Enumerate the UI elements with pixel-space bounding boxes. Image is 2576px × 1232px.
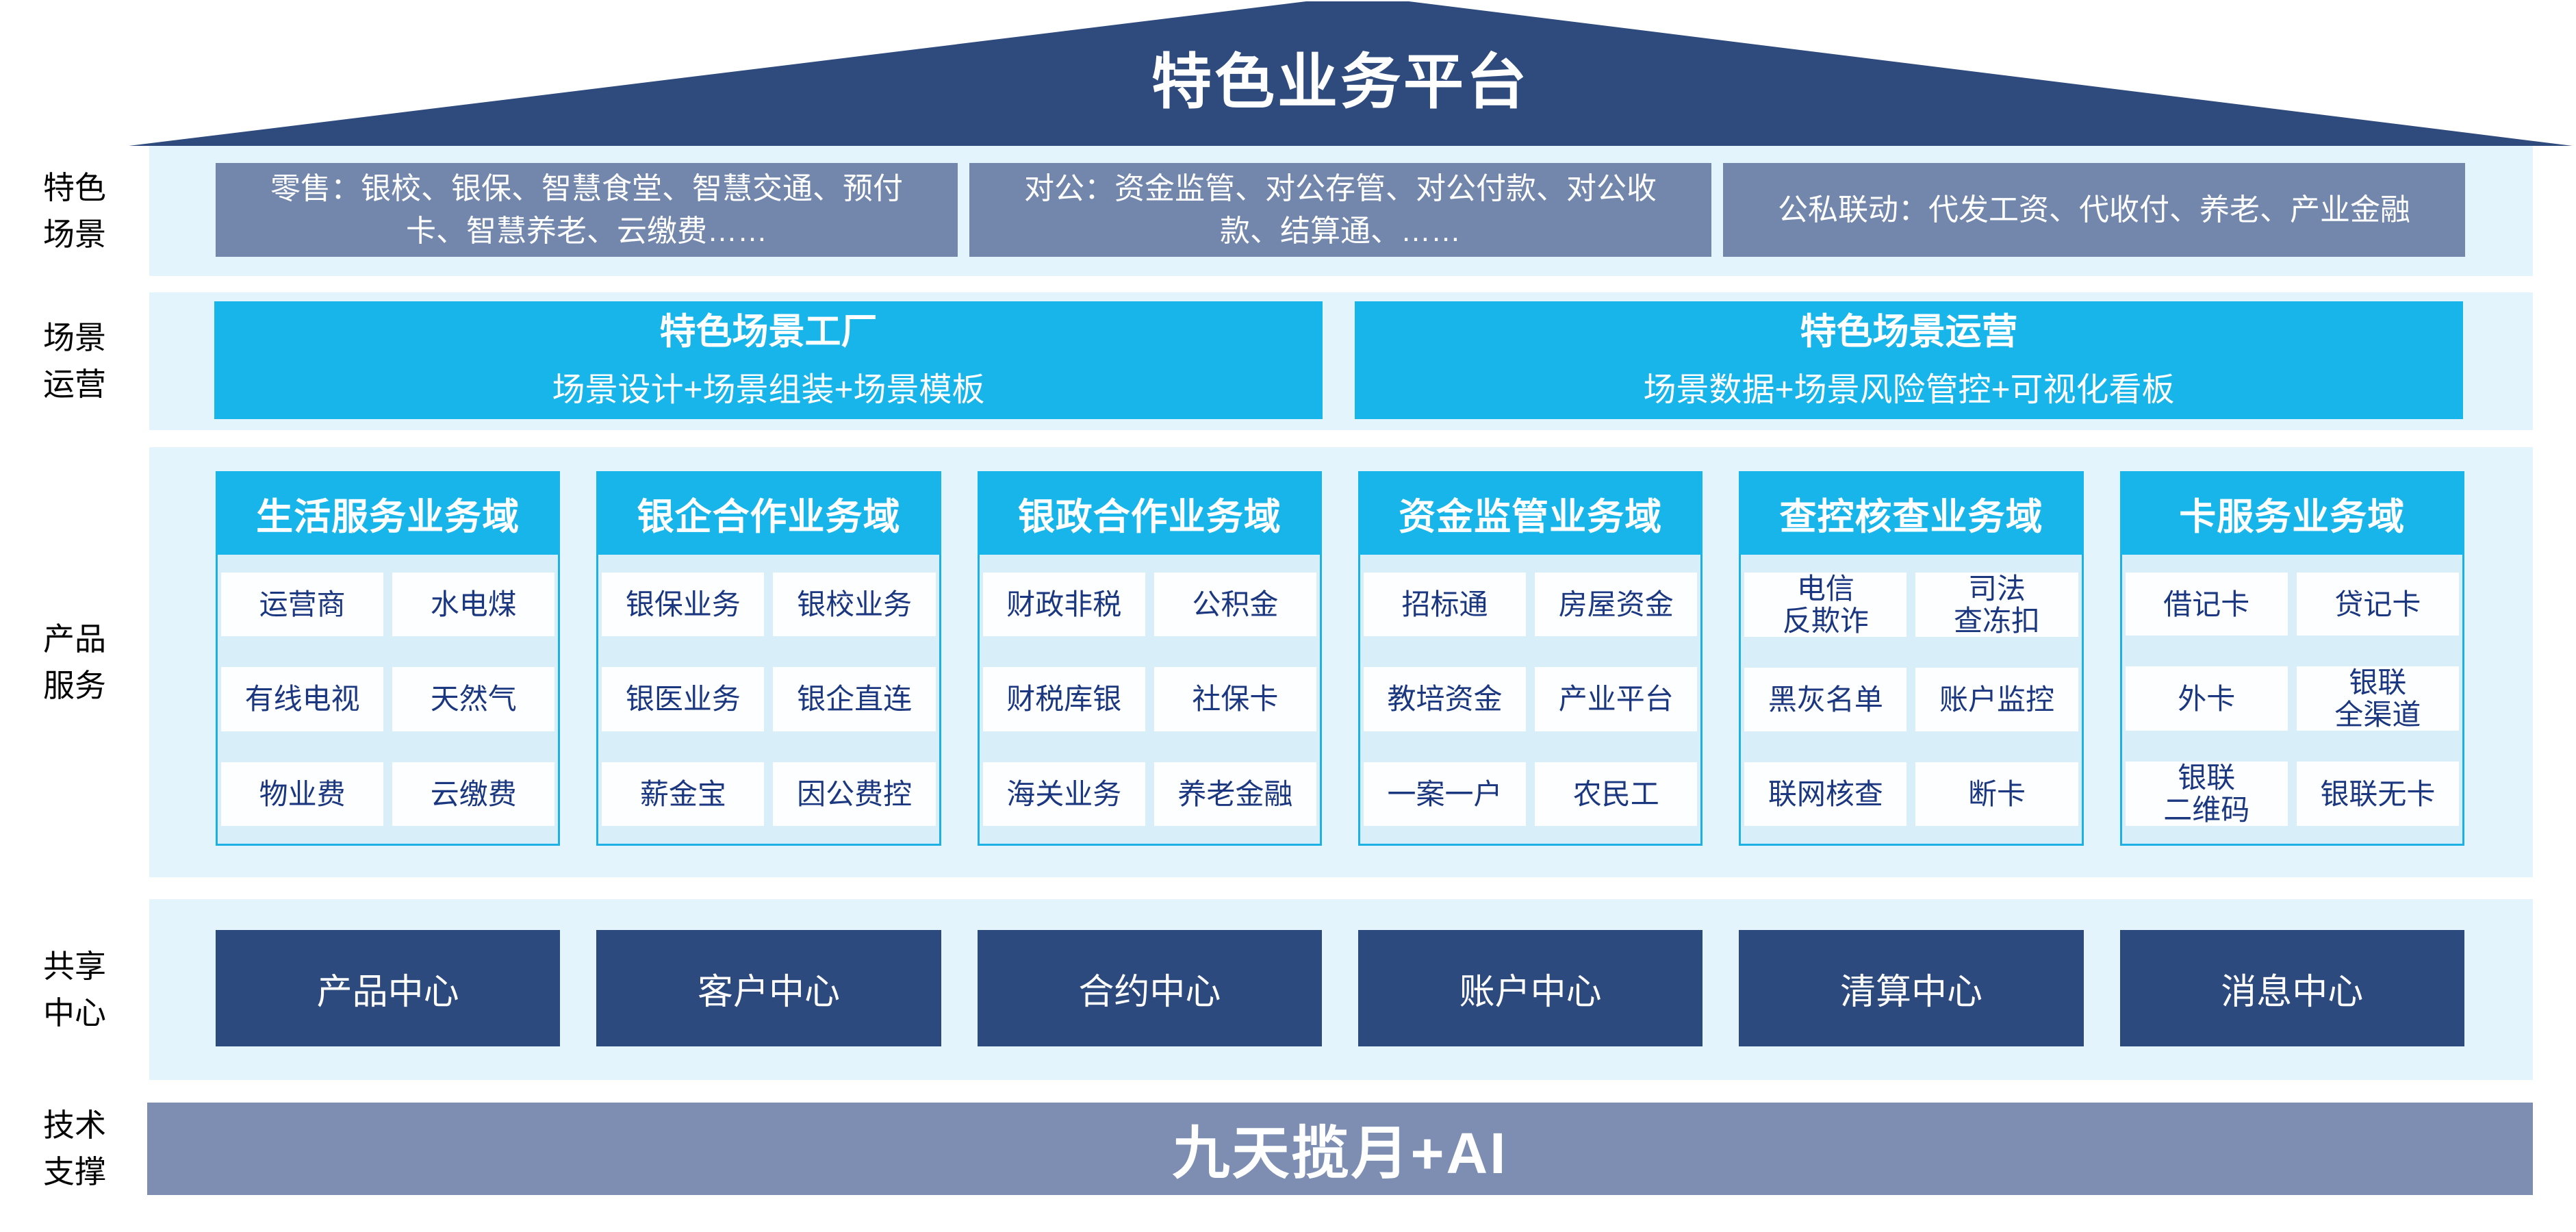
domain-bank-enterprise: 银企合作业务域 银保业务 银校业务 银医业务 银企直连 薪金宝 因公费控	[596, 471, 941, 877]
product-item: 银校业务	[773, 573, 936, 637]
product-item: 银联 二维码	[2125, 762, 2288, 826]
domain-bank-government-body: 财政非税 公积金 财税库银 社保卡 海关业务 养老金融	[977, 555, 1322, 846]
product-item: 联网核查	[1744, 762, 1907, 826]
domain-bank-enterprise-title: 银企合作业务域	[596, 471, 941, 555]
domain-fund-supervision: 资金监管业务域 招标通 房屋资金 教培资金 产业平台 一案一户 农民工	[1357, 471, 1703, 877]
product-item: 一案一户	[1363, 762, 1527, 826]
domain-life-services-body: 运营商 水电煤 有线电视 天然气 物业费 云缴费	[216, 555, 561, 846]
product-item: 运营商	[221, 573, 384, 637]
product-item: 产业平台	[1535, 667, 1698, 731]
domain-inspection-body: 电信 反欺诈 司法 查冻扣 黑灰名单 账户监控 联网核查 断卡	[1739, 555, 2084, 846]
domain-inspection: 查控核查业务域 电信 反欺诈 司法 查冻扣 黑灰名单 账户监控 联网核查 断卡	[1739, 471, 2084, 877]
platform-title: 特色业务平台	[1151, 48, 1530, 116]
center-message: 消息中心	[2119, 930, 2464, 1046]
domain-fund-supervision-title: 资金监管业务域	[1357, 471, 1703, 555]
domain-inspection-title: 查控核查业务域	[1739, 471, 2084, 555]
product-item: 黑灰名单	[1744, 668, 1907, 731]
operation-band: 特色场景工厂 场景设计+场景组装+场景模板 特色场景运营 场景数据+场景风险管控…	[149, 292, 2533, 430]
center-customer: 客户中心	[596, 930, 941, 1046]
product-item: 云缴费	[392, 762, 555, 826]
scenario-retail-line2: 卡、智慧养老、云缴费……	[406, 214, 767, 248]
share-band: 产品中心 客户中心 合约中心 账户中心 清算中心 消息中心	[149, 899, 2533, 1080]
side-label-product: 产品 服务	[43, 621, 106, 703]
operation-box-factory: 特色场景工厂 场景设计+场景组装+场景模板	[214, 301, 1323, 419]
domain-card-services: 卡服务业务域 借记卡 贷记卡 外卡 银联 全渠道 银联 二维码 银联无卡	[2119, 471, 2464, 877]
tech-support-bar: 九天揽月+AI	[147, 1103, 2533, 1195]
scenario-corporate-line2: 款、结算通、……	[1220, 214, 1461, 248]
product-item: 银联无卡	[2296, 762, 2459, 826]
product-item: 借记卡	[2125, 573, 2288, 636]
operation-ops-subtitle: 场景数据+场景风险管控+可视化看板	[1643, 372, 2175, 408]
product-item: 天然气	[392, 667, 555, 731]
product-item: 银保业务	[602, 573, 765, 637]
product-item: 有线电视	[221, 667, 384, 731]
product-item: 教培资金	[1363, 667, 1527, 731]
domain-card-services-title: 卡服务业务域	[2119, 471, 2464, 555]
product-item: 社保卡	[1153, 667, 1316, 731]
product-item: 薪金宝	[602, 762, 765, 826]
product-item: 贷记卡	[2296, 573, 2459, 636]
center-clearing: 清算中心	[1739, 930, 2084, 1046]
product-item: 银医业务	[602, 667, 765, 731]
product-item: 电信 反欺诈	[1744, 573, 1907, 637]
operation-ops-title: 特色场景运营	[1800, 312, 2018, 352]
side-label-share: 共享 中心	[43, 948, 106, 1031]
product-band: 生活服务业务域 运营商 水电煤 有线电视 天然气 物业费 云缴费 银企合作业务域…	[149, 447, 2533, 877]
domain-bank-government: 银政合作业务域 财政非税 公积金 财税库银 社保卡 海关业务 养老金融	[977, 471, 1322, 877]
operation-factory-subtitle: 场景设计+场景组装+场景模板	[552, 372, 985, 408]
product-item: 因公费控	[773, 762, 936, 826]
product-item: 财税库银	[982, 667, 1145, 731]
side-label-scenario: 特色 场景	[43, 170, 106, 252]
domain-bank-enterprise-body: 银保业务 银校业务 银医业务 银企直连 薪金宝 因公费控	[596, 555, 941, 846]
product-item: 银联 全渠道	[2296, 666, 2459, 731]
side-label-tech: 技术 支撑	[43, 1107, 106, 1190]
domain-fund-supervision-body: 招标通 房屋资金 教培资金 产业平台 一案一户 农民工	[1357, 555, 1703, 846]
scenario-retail-line1: 零售：银校、银保、智慧食堂、智慧交通、预付	[270, 171, 903, 205]
product-item: 农民工	[1535, 762, 1698, 826]
product-item: 水电煤	[392, 573, 555, 637]
scenario-box-linkage: 公私联动：代发工资、代收付、养老、产业金融	[1723, 163, 2465, 257]
scenario-linkage-line1: 公私联动：代发工资、代收付、养老、产业金融	[1778, 192, 2410, 227]
center-contract: 合约中心	[977, 930, 1322, 1046]
center-product: 产品中心	[216, 930, 561, 1046]
product-item: 银企直连	[773, 667, 936, 731]
product-item: 账户监控	[1915, 668, 2078, 731]
product-item: 物业费	[221, 762, 384, 826]
product-item: 财政非税	[982, 573, 1145, 637]
product-item: 断卡	[1915, 762, 2078, 826]
product-item: 公积金	[1153, 573, 1316, 637]
center-account: 账户中心	[1357, 930, 1703, 1046]
product-item: 招标通	[1363, 573, 1527, 637]
scenario-box-corporate: 对公：资金监管、对公存管、对公付款、对公收 款、结算通、……	[969, 163, 1711, 257]
product-item: 海关业务	[982, 762, 1145, 826]
roof-shape	[129, 1, 2573, 146]
scenario-box-retail: 零售：银校、银保、智慧食堂、智慧交通、预付 卡、智慧养老、云缴费……	[216, 163, 958, 257]
product-item: 房屋资金	[1535, 573, 1698, 637]
product-item: 养老金融	[1153, 762, 1316, 826]
product-item: 外卡	[2125, 666, 2288, 731]
domain-bank-government-title: 银政合作业务域	[977, 471, 1322, 555]
scenario-band: 零售：银校、银保、智慧食堂、智慧交通、预付 卡、智慧养老、云缴费…… 对公：资金…	[149, 146, 2533, 276]
side-label-operation: 场景 运营	[43, 320, 106, 402]
scenario-corporate-line1: 对公：资金监管、对公存管、对公付款、对公收	[1024, 171, 1657, 205]
domain-life-services-title: 生活服务业务域	[216, 471, 561, 555]
domain-card-services-body: 借记卡 贷记卡 外卡 银联 全渠道 银联 二维码 银联无卡	[2119, 555, 2464, 846]
operation-factory-title: 特色场景工厂	[659, 312, 878, 352]
domain-life-services: 生活服务业务域 运营商 水电煤 有线电视 天然气 物业费 云缴费	[216, 471, 561, 877]
operation-box-ops: 特色场景运营 场景数据+场景风险管控+可视化看板	[1355, 301, 2463, 419]
product-item: 司法 查冻扣	[1915, 573, 2078, 637]
